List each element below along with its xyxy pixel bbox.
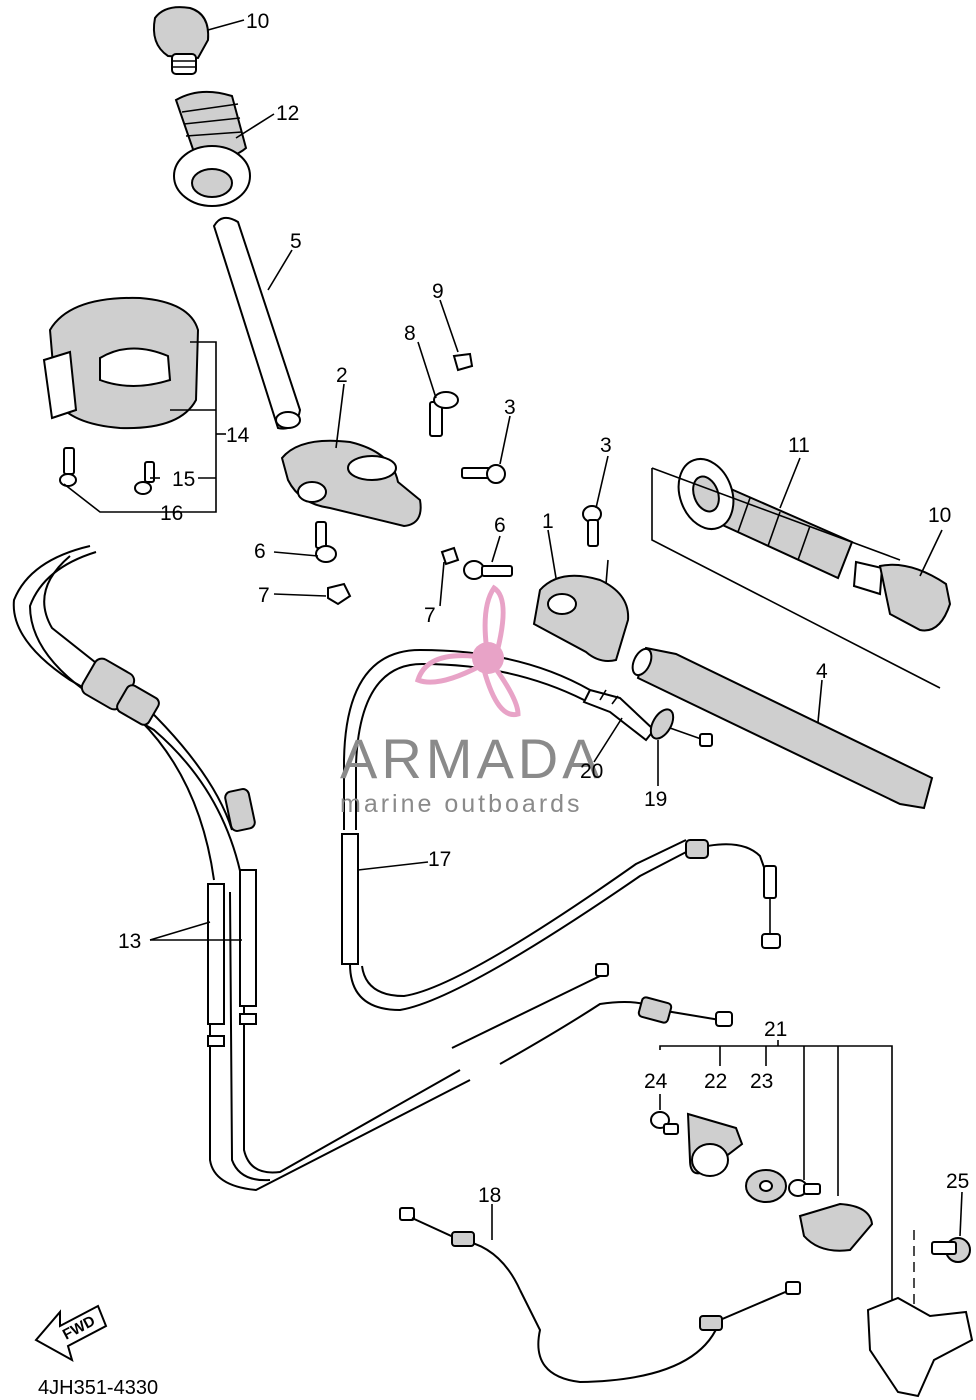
watermark-tagline: marine outboards [340,790,583,818]
callout-6-a: 6 [254,540,266,563]
callout-12: 12 [276,102,299,125]
callout-17: 17 [428,848,451,871]
part-19-locknut [649,708,713,747]
part-17-clutch-cable [341,648,781,1012]
part-7-nut-b [440,546,460,566]
callout-7-a: 7 [258,584,270,607]
callout-20: 20 [580,760,603,783]
part-10-grip-end-left [152,6,210,75]
callout-labels: 10 12 5 9 8 2 3 14 11 3 15 16 10 1 6 6 7… [118,10,969,1207]
propeller-logo [414,584,521,718]
callout-2: 2 [336,364,348,387]
callout-9: 9 [432,280,444,303]
callout-3-b: 3 [600,434,612,457]
callout-7-b: 7 [424,604,436,627]
callout-16: 16 [160,502,183,525]
part-2-handlebar-holder [280,439,422,528]
part-11-right-grip [677,458,854,580]
fwd-arrow: FWD [34,1304,108,1363]
callout-15: 15 [172,468,195,491]
part-9-screw [452,352,474,372]
part-21-bracket-assy [788,1179,874,1252]
callout-13: 13 [118,930,141,953]
callout-5: 5 [290,230,302,253]
callout-21: 21 [764,1018,787,1041]
part-1-throttle-housing [532,574,630,662]
part-25-bolt [931,1237,971,1263]
part-22-switch [686,1112,744,1177]
leader-lines [63,19,963,1240]
part-8-bolt [429,391,459,437]
part-bracket-plate [866,1230,974,1398]
callout-11: 11 [788,434,810,457]
callout-8: 8 [404,322,416,345]
callout-23: 23 [750,1070,773,1093]
callout-6-b: 6 [494,514,506,537]
callout-10-a: 10 [246,10,269,33]
callout-19: 19 [644,788,667,811]
part-6-bolt-b [463,560,513,580]
callout-10-b: 10 [928,504,951,527]
part-12-throttle-grip [173,90,251,207]
watermark-brand: ARMADA [340,727,604,790]
group-frame-right-grip [651,468,941,689]
callout-4: 4 [816,660,828,683]
callout-25: 25 [946,1170,969,1193]
callout-24: 24 [644,1070,668,1093]
watermark: ARMADA marine outboards [340,584,604,818]
callout-1: 1 [542,510,554,533]
part-15-screw-short [134,461,155,495]
part-16-screw-long [59,447,77,487]
callout-18: 18 [478,1184,501,1207]
part-6-bolt-a [315,521,337,563]
part-3-bolt-b [582,505,602,547]
callout-14: 14 [226,424,250,447]
diagram-code: 4JH351-4330 [38,1377,158,1399]
part-10-grip-end-right [852,560,952,632]
part-4-handlebar-right [631,646,934,810]
part-24-screw [650,1111,679,1135]
part-18-cable [399,1207,801,1384]
part-7-nut-a [327,582,352,606]
part-3-bolt-a [461,464,506,484]
callout-3-a: 3 [504,396,516,419]
part-23-washer [745,1169,787,1203]
callout-22: 22 [704,1070,727,1093]
part-13-throttle-cables [12,545,733,1192]
group-21-bracket-line [659,1045,893,1370]
part-14-switch-housing [42,296,200,430]
part-5-handlebar-left [212,216,302,430]
part-20-adjuster [582,688,656,742]
